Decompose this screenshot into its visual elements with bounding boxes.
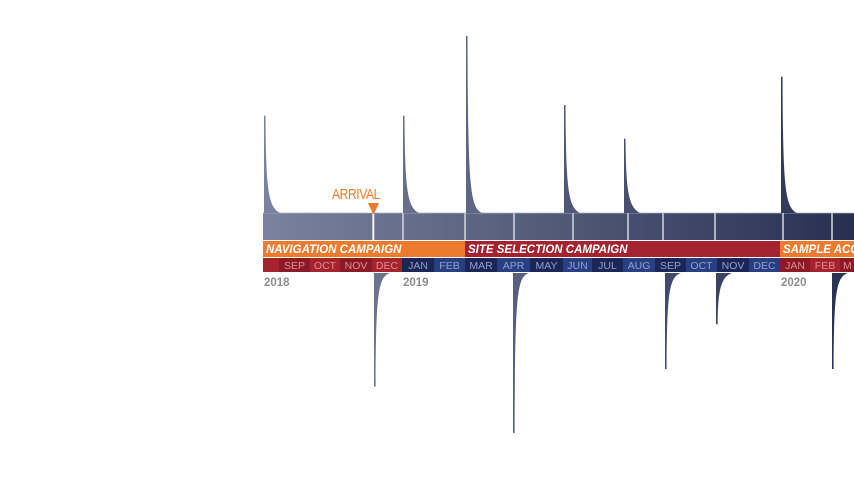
event-spike-below — [374, 273, 390, 387]
month-label: SEP — [660, 260, 681, 272]
campaign-label: NAVIGATION CAMPAIGN — [266, 244, 402, 256]
event-spike-above — [466, 36, 482, 213]
event-spike-above — [403, 115, 419, 213]
month-label: MAY — [536, 260, 558, 272]
year-label: 2020 — [781, 277, 807, 289]
month-label: JAN — [408, 260, 428, 272]
year-label: 2018 — [264, 277, 290, 289]
event-spike-below — [716, 273, 732, 325]
month-cell — [717, 258, 749, 272]
month-label: SEP — [284, 260, 305, 272]
activity-band — [263, 212, 854, 240]
month-cell — [279, 258, 310, 272]
month-label: DEC — [376, 260, 399, 272]
month-label: FEB — [439, 260, 459, 272]
event-spike-below — [832, 273, 848, 369]
month-cell — [340, 258, 372, 272]
arrival-marker: ARRIVAL — [332, 186, 381, 240]
band-fill — [263, 213, 854, 240]
year-label: 2019 — [403, 277, 429, 289]
campaign-segment — [780, 241, 854, 257]
events-above — [264, 36, 797, 214]
month-label: NOV — [345, 260, 368, 272]
month-cell — [434, 258, 465, 272]
month-cell — [749, 258, 780, 272]
month-cell — [592, 258, 623, 272]
event-spike-below — [513, 273, 529, 433]
month-cell — [402, 258, 434, 272]
event-spike-above — [624, 138, 640, 213]
campaign-segment — [263, 241, 465, 257]
month-cell — [623, 258, 655, 272]
month-label: FEB — [815, 260, 835, 272]
year-labels: 2018 2019 2020 — [264, 277, 807, 289]
month-label: OCT — [690, 260, 713, 272]
campaign-segment — [465, 241, 780, 257]
month-label: JAN — [785, 260, 805, 272]
event-spike-above — [564, 105, 580, 213]
month-label: MAR — [469, 260, 493, 272]
month-cell — [810, 258, 840, 272]
month-label: JUN — [567, 260, 587, 272]
month-label: DEC — [753, 260, 776, 272]
campaign-label: SITE SELECTION CAMPAIGN — [468, 244, 628, 256]
month-label: JUL — [598, 260, 617, 272]
month-cell — [497, 258, 530, 272]
event-spike-below — [665, 273, 681, 369]
month-label: M — [843, 260, 852, 272]
month-bar: SEP OCT NOV DEC JAN FEB MAR APR MAY JUN JUL AUG SEP O… — [263, 257, 854, 272]
arrival-label: ARRIVAL — [332, 186, 380, 203]
arrival-triangle-icon — [368, 203, 379, 215]
month-cell — [465, 258, 497, 272]
month-label: OCT — [314, 260, 337, 272]
month-cell — [530, 258, 563, 272]
month-label: NOV — [722, 260, 745, 272]
month-cell — [686, 258, 717, 272]
month-label: AUG — [628, 260, 651, 272]
campaign-bar: NAVIGATION CAMPAIGN SITE SELECTION CAMPAI… — [263, 241, 854, 257]
month-cell — [780, 258, 810, 272]
event-spike-above — [264, 115, 280, 213]
month-cell — [563, 258, 592, 272]
month-cell — [372, 258, 402, 272]
month-cell — [655, 258, 686, 272]
month-cell — [263, 258, 279, 272]
campaign-label: SAMPLE ACQU — [783, 244, 854, 256]
events-below — [374, 273, 848, 433]
month-label: APR — [503, 260, 525, 272]
event-spike-above — [781, 76, 797, 214]
month-cell — [310, 258, 340, 272]
month-cell — [840, 258, 854, 272]
